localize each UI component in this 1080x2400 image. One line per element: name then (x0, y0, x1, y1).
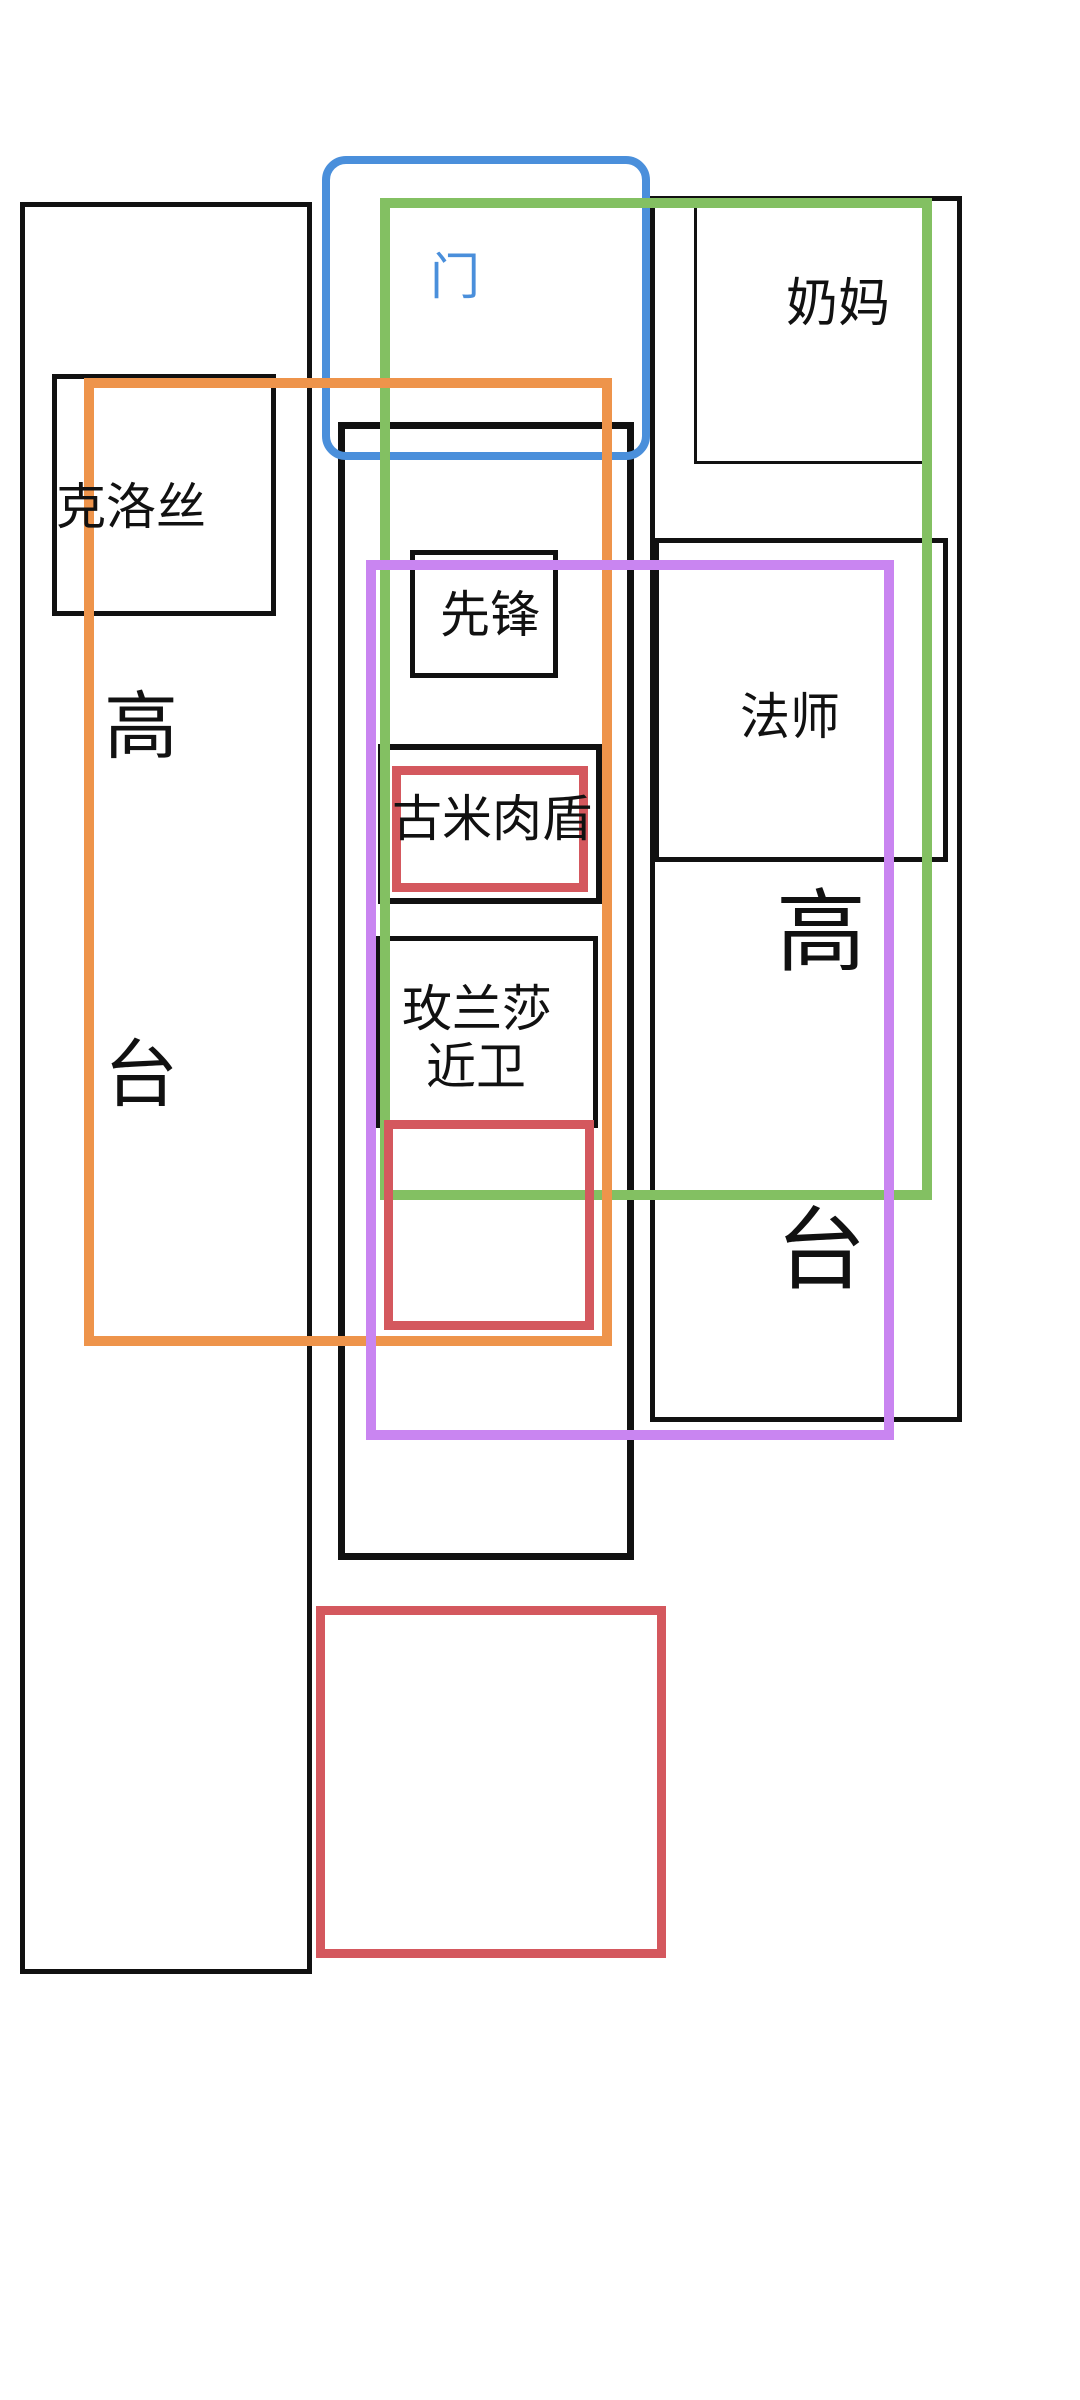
red-range-box-bottom (316, 1606, 666, 1958)
vanguard-label: 先锋 (440, 586, 540, 644)
red-range-box-gummy (392, 766, 588, 892)
left-high-ground-box (20, 202, 312, 1974)
right-high-label-bottom: 台 (776, 1198, 866, 1303)
chloris-label: 克洛丝 (56, 478, 206, 536)
green-range-box (380, 198, 932, 1200)
gummy-shield-label: 古米肉盾 (392, 790, 592, 848)
left-high-label-bottom: 台 (104, 1032, 178, 1118)
mage-label: 法师 (740, 688, 840, 746)
blue-range-box (322, 156, 650, 460)
nanny-label: 奶妈 (786, 274, 891, 334)
red-range-box-center (384, 1120, 594, 1330)
left-high-label-top: 高 (104, 684, 178, 770)
mage-box (654, 538, 948, 862)
center-lane-box (338, 422, 634, 1560)
purple-range-box (366, 560, 894, 1440)
door-label: 门 (430, 248, 480, 306)
orange-range-box (84, 378, 612, 1346)
rosemary-guard-label-line1: 玫兰莎 (402, 980, 552, 1038)
chloris-box (52, 374, 276, 616)
rosemary-guard-label-line2: 近卫 (426, 1038, 526, 1096)
vanguard-box (410, 550, 558, 678)
right-high-label-top: 高 (776, 880, 866, 985)
